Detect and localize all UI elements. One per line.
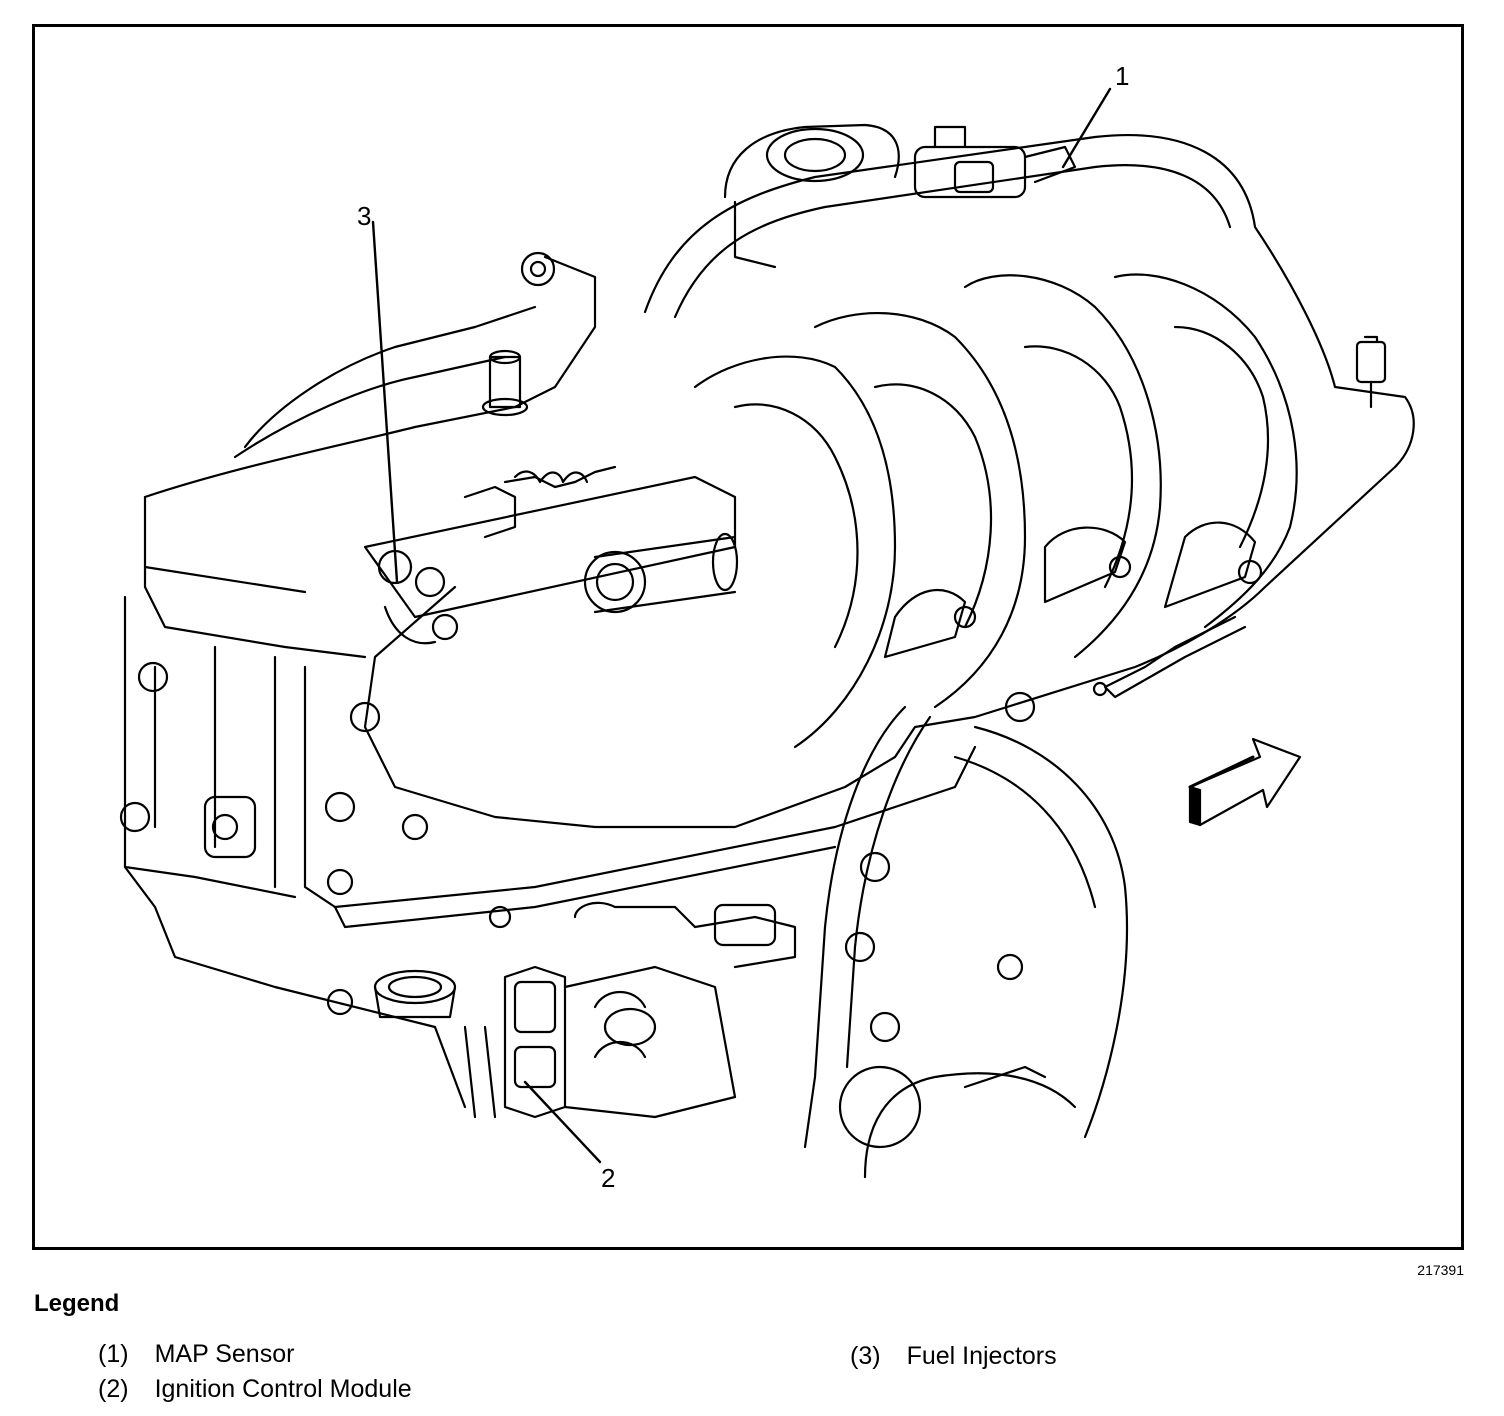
engine-diagram: 1 3 2	[32, 24, 1464, 1250]
legend-title: Legend	[34, 1290, 120, 1317]
manifold-stud	[1355, 335, 1387, 409]
fuel-rail	[363, 465, 739, 645]
engine-line-art	[119, 87, 1415, 1179]
map-sensor	[913, 125, 1077, 199]
legend-text: MAP Sensor	[154, 1340, 295, 1368]
figure-id: 217391	[1417, 1262, 1464, 1278]
transmission-housing	[838, 725, 1129, 1179]
callout-1: 1	[1115, 61, 1130, 91]
legend-item-map-sensor: (1) MAP Sensor	[98, 1340, 294, 1369]
callout-3: 3	[357, 201, 372, 231]
legend-text: Ignition Control Module	[154, 1375, 412, 1403]
callout-leaders	[371, 87, 1112, 1164]
legend-number: (1)	[98, 1340, 129, 1368]
legend-text: Fuel Injectors	[906, 1342, 1057, 1370]
legend-number: (2)	[98, 1375, 129, 1403]
intake-manifold	[363, 123, 1415, 829]
callout-2: 2	[601, 1163, 616, 1193]
direction-arrow	[1188, 737, 1302, 827]
legend-item-ignition-control-module: (2) Ignition Control Module	[98, 1375, 412, 1404]
engine-block	[119, 595, 1036, 1109]
legend-item-fuel-injectors: (3) Fuel Injectors	[850, 1342, 1057, 1371]
cylinder-head	[143, 251, 597, 659]
ignition-control-module	[463, 901, 797, 1119]
oil-filler-cap	[326, 969, 457, 1019]
spark-plug-boots	[883, 521, 1263, 699]
coolant-hose	[803, 705, 932, 1149]
legend-number: (3)	[850, 1342, 881, 1370]
